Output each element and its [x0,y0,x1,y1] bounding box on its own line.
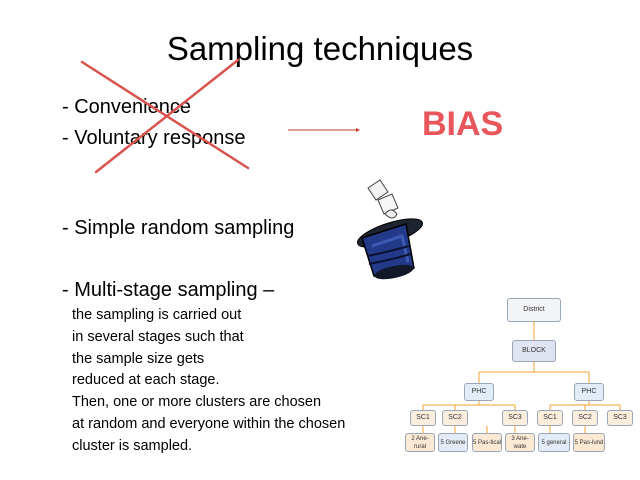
diagram-node-village: 5 Pas-tical [472,433,502,452]
diagram-node-sc: SC3 [502,410,528,426]
diagram-node-sc: SC2 [572,410,598,426]
diagram-node-village: 5 general [538,433,570,452]
diagram-node-village: 3 Ane-wate [505,433,535,452]
description-line: the sample size gets [72,350,205,367]
diagram-node-block: BLOCK [512,340,556,362]
bullet-voluntary-response: - Voluntary response [62,127,246,149]
description-line: cluster is sampled. [72,437,193,454]
description-line: at random and everyone within the chosen [72,415,346,432]
arrow-to-bias [288,128,360,132]
diagram-node-sc: SC1 [410,410,436,426]
diagram-node-phc: PHC [574,383,604,401]
multistage-description: the sampling is carried out in several s… [72,305,345,458]
cross-out-mark [80,58,250,174]
description-line: reduced at each stage. [72,372,220,389]
diagram-node-phc: PHC [464,383,494,401]
description-line: Then, one or more clusters are chosen [72,394,322,411]
description-line: in several stages such that [72,328,244,345]
diagram-node-village: 5 Greene [438,433,468,452]
magic-hat-icon [357,179,423,280]
diagram-node-sc: SC2 [442,410,468,426]
bullet-multistage-sampling: - Multi-stage sampling – [62,279,275,301]
bullet-convenience: - Convenience [62,96,191,118]
slide-title: Sampling techniques [166,30,474,67]
bullet-simple-random-sampling: - Simple random sampling [62,217,295,239]
diagram-node-village: 5 Pas-lund [573,433,605,452]
diagram-node-sc: SC3 [607,410,633,426]
diagram-node-district: District [507,298,561,322]
diagram-node-village: 2 Ane-rural [405,433,435,452]
bias-label: BIAS [422,105,504,143]
description-line: the sampling is carried out [72,307,242,323]
diagram-node-sc: SC1 [537,410,563,426]
